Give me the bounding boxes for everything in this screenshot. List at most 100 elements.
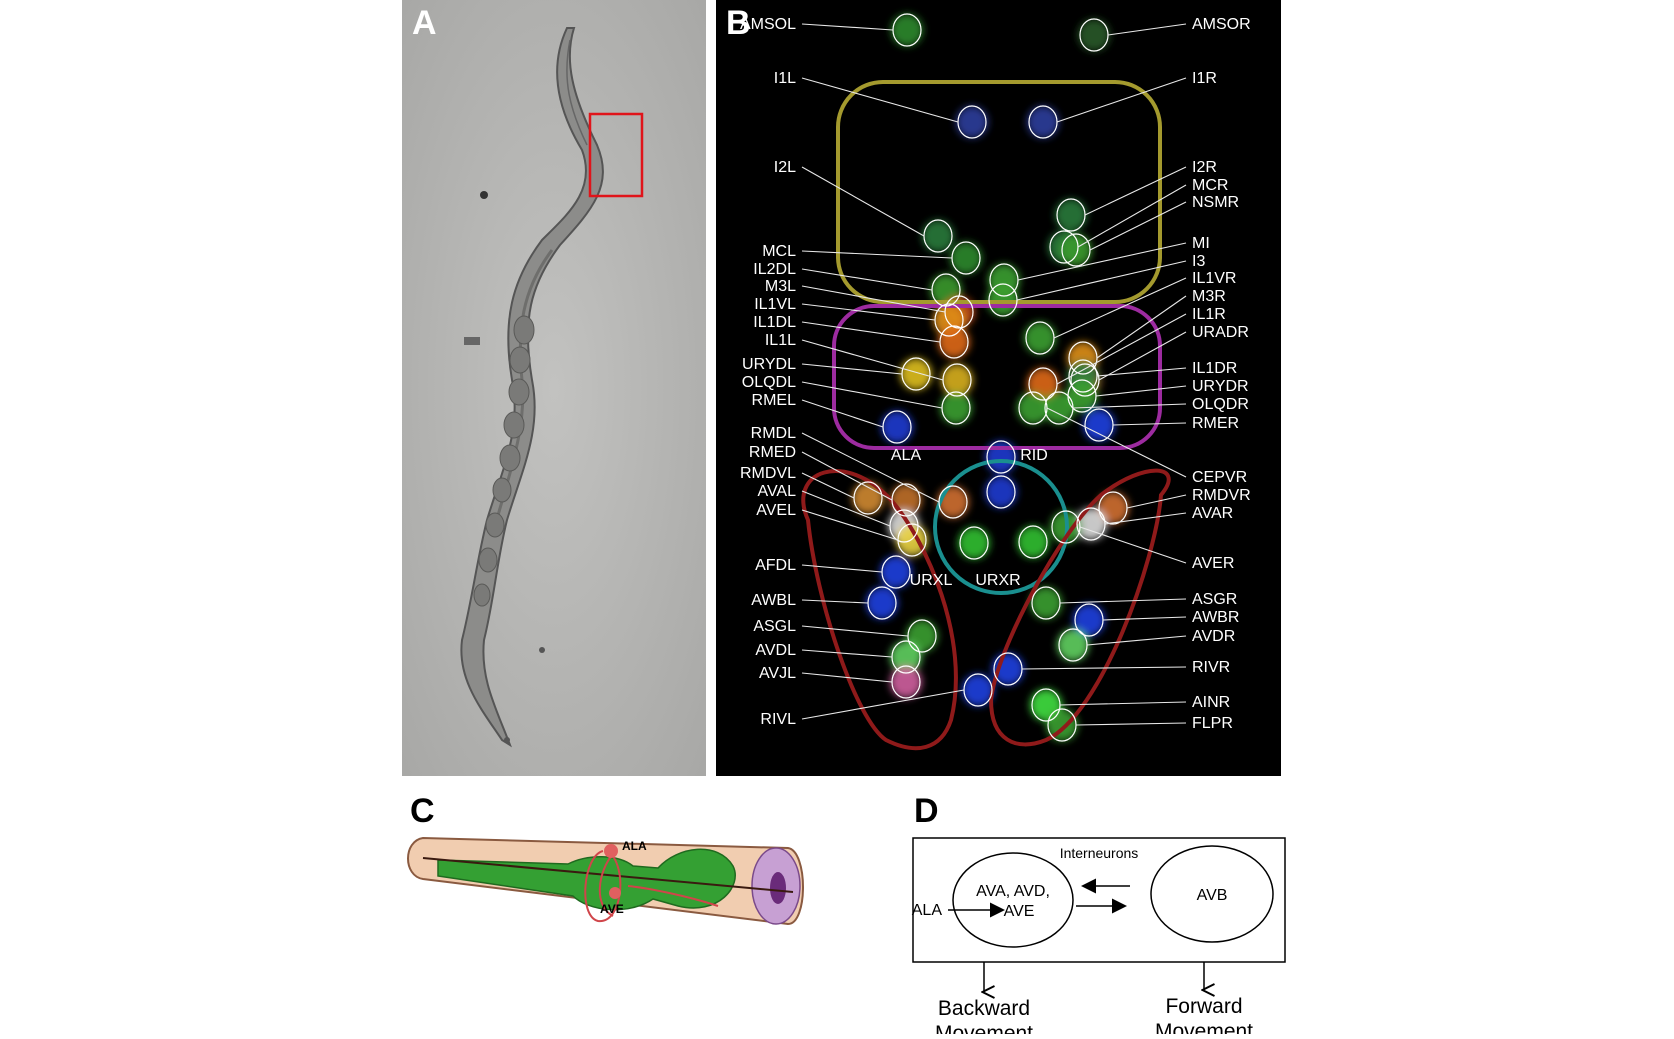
neuron-label-nsmr: NSMR <box>1192 194 1239 211</box>
neuron-label-avdr: AVDR <box>1192 628 1235 645</box>
neuron-label-il1l: IL1L <box>765 332 796 349</box>
neuron-label-i2l: I2L <box>774 159 796 176</box>
leader-line-m3l <box>801 285 946 313</box>
neuron-cell-urxr <box>1018 525 1048 559</box>
panel-c-head-illustration: C ALA AVE <box>398 792 818 996</box>
leader-line-avdr <box>1086 635 1187 646</box>
node-avb <box>1150 845 1274 943</box>
output-forward-line1: Forward <box>1165 995 1242 1018</box>
neuron-label-asgl: ASGL <box>753 618 796 635</box>
neuron-label-rmdvl: RMDVL <box>740 465 796 482</box>
leader-line-il1vr <box>1053 277 1187 339</box>
neuron-cell-urxl <box>959 526 989 560</box>
panel-d-circuit-diagram: D Interneurons AVA, AVD, AVE AVB ALA Bac… <box>904 792 1294 1039</box>
leader-line-urydr <box>1095 385 1187 397</box>
ave-label: AVE <box>600 902 624 916</box>
leader-line-avjl <box>801 672 893 683</box>
neuron-label-cepvr: CEPVR <box>1192 469 1247 486</box>
leader-line-mcl <box>801 250 953 259</box>
leader-line-amsol <box>801 23 894 31</box>
neuron-label-mi: MI <box>1192 235 1210 252</box>
ave-cell-body <box>609 887 621 899</box>
neuron-label-i3: I3 <box>1192 253 1205 270</box>
neuron-cell-ala <box>986 440 1016 474</box>
neuron-label-urydr: URYDR <box>1192 378 1249 395</box>
neuron-label-urxr: URXR <box>975 572 1020 589</box>
leader-line-il2dl <box>801 268 933 291</box>
leader-line-mcr <box>1077 184 1187 248</box>
leader-line-asgl <box>801 625 909 637</box>
panel-c-label: C <box>410 792 435 830</box>
ala-label: ALA <box>622 839 647 853</box>
neuron-label-m3l: M3L <box>765 278 796 295</box>
leader-line-il1vl <box>801 303 936 321</box>
leader-line-i1r <box>1056 77 1187 123</box>
neuron-label-ainr: AINR <box>1192 694 1230 711</box>
node-right-label: AVB <box>1197 887 1228 904</box>
leader-line-i3 <box>1016 260 1187 301</box>
leader-line-awbr <box>1102 616 1187 621</box>
neuron-label-il2dl: IL2DL <box>753 261 796 278</box>
panel-a-label: A <box>412 4 437 42</box>
neuron-label-mcr: MCR <box>1192 177 1228 194</box>
neuron-label-flpr: FLPR <box>1192 715 1233 732</box>
leader-line-amsor <box>1107 23 1187 36</box>
leader-line-awbl <box>801 599 869 604</box>
interneuron-circuit: Interneurons AVA, AVD, AVE AVB ALA Backw… <box>912 837 1286 1039</box>
neuron-label-il1dr: IL1DR <box>1192 360 1237 377</box>
leader-line-urydl <box>801 363 903 375</box>
interneuron-box <box>912 837 1286 963</box>
leader-line-cepvr <box>1046 407 1187 478</box>
neuron-label-urydl: URYDL <box>742 356 796 373</box>
leader-line-avar <box>1104 512 1187 525</box>
leader-line-afdl <box>801 564 883 573</box>
neuron-label-asgr: ASGR <box>1192 591 1237 608</box>
neuron-label-il1dl: IL1DL <box>753 314 796 331</box>
neuron-label-m3r: M3R <box>1192 288 1226 305</box>
panel-b-label: B <box>726 4 751 42</box>
neuron-label-amsol: AMSOL <box>740 16 796 33</box>
leader-line-flpr <box>1075 722 1187 726</box>
neuron-label-amsor: AMSOR <box>1192 16 1251 33</box>
neuron-label-i1r: I1R <box>1192 70 1217 87</box>
neuron-label-rivl: RIVL <box>760 711 796 728</box>
nerve-ring-region-outline <box>832 304 1162 450</box>
output-backward-line1: Backward <box>938 997 1030 1020</box>
neuron-label-il1r: IL1R <box>1192 306 1226 323</box>
neuron-label-awbl: AWBL <box>751 592 796 609</box>
leader-line-olqdr <box>1072 403 1187 409</box>
worm-body <box>460 27 604 748</box>
neuron-label-i1l: I1L <box>774 70 796 87</box>
neuron-label-il1vr: IL1VR <box>1192 270 1236 287</box>
neuron-label-il1vl: IL1VL <box>754 296 796 313</box>
neuron-label-olqdl: OLQDL <box>742 374 796 391</box>
leader-line-il1dr <box>1096 367 1187 377</box>
neuron-label-olqdr: OLQDR <box>1192 396 1249 413</box>
neuron-label-mcl: MCL <box>762 243 796 260</box>
neuron-label-awbr: AWBR <box>1192 609 1239 626</box>
leader-line-asgr <box>1059 598 1187 604</box>
ala-cell-body <box>604 844 618 858</box>
leader-line-olqdl <box>801 381 943 409</box>
neuron-label-rmdl: RMDL <box>751 425 796 442</box>
leader-line-ainr <box>1059 701 1187 706</box>
leader-line-i1l <box>801 77 959 123</box>
neuron-label-urxl: URXL <box>910 572 953 589</box>
neuron-label-aval: AVAL <box>757 483 796 500</box>
panel-d-label: D <box>914 792 939 830</box>
head-zoom-box <box>588 112 644 198</box>
right-ganglion-outline <box>988 468 1171 747</box>
neuron-label-i2r: I2R <box>1192 159 1217 176</box>
leader-line-rivr <box>1021 666 1187 670</box>
interneurons-title: Interneurons <box>1060 845 1139 861</box>
node-left-line2: AVE <box>1004 903 1035 920</box>
leader-line-rmer <box>1112 422 1187 426</box>
debris-fragment <box>464 337 480 345</box>
node-ava-avd-ave <box>952 852 1074 948</box>
debris-dot <box>480 191 488 199</box>
neuron-label-rmel: RMEL <box>752 392 797 409</box>
neuron-label-rid: RID <box>1020 447 1048 464</box>
leader-line-il1r <box>1056 313 1187 385</box>
leader-line-rmed <box>801 451 893 501</box>
